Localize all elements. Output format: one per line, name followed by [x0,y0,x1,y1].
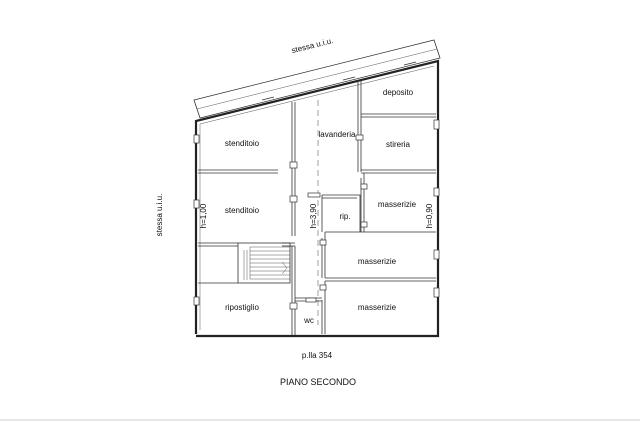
room-stenditoio-1: stenditoio [225,139,260,148]
room-masserizie-2: masserizie [358,257,397,266]
window-marks [193,119,440,306]
neighbor-top-label: stessa u.i.u. [291,36,335,55]
outer-walls [194,59,440,338]
height-center-label: h=3,90 [309,203,318,228]
terrace-band [193,39,441,119]
room-wc: wc [303,316,314,325]
parcel-label: p.lla 354 [302,351,333,360]
door-jambs [289,134,368,310]
room-ripostiglio: ripostiglio [225,303,259,312]
room-masserizie-3: masserizie [358,303,397,312]
room-rip: rip. [339,212,350,221]
room-masserizie-1: masserizie [378,200,417,209]
staircase [237,242,291,284]
room-deposito: deposito [383,88,414,97]
room-stenditoio-2: stenditoio [225,206,260,215]
neighbor-left-label: stessa u.i.u. [155,194,164,237]
height-left-label: h=1,00 [199,203,208,228]
floor-title: PIANO SECONDO [280,377,356,387]
room-stireria: stireria [386,140,411,149]
room-lavanderia: lavanderia [319,130,356,139]
height-right-label: h=0,90 [425,203,434,228]
